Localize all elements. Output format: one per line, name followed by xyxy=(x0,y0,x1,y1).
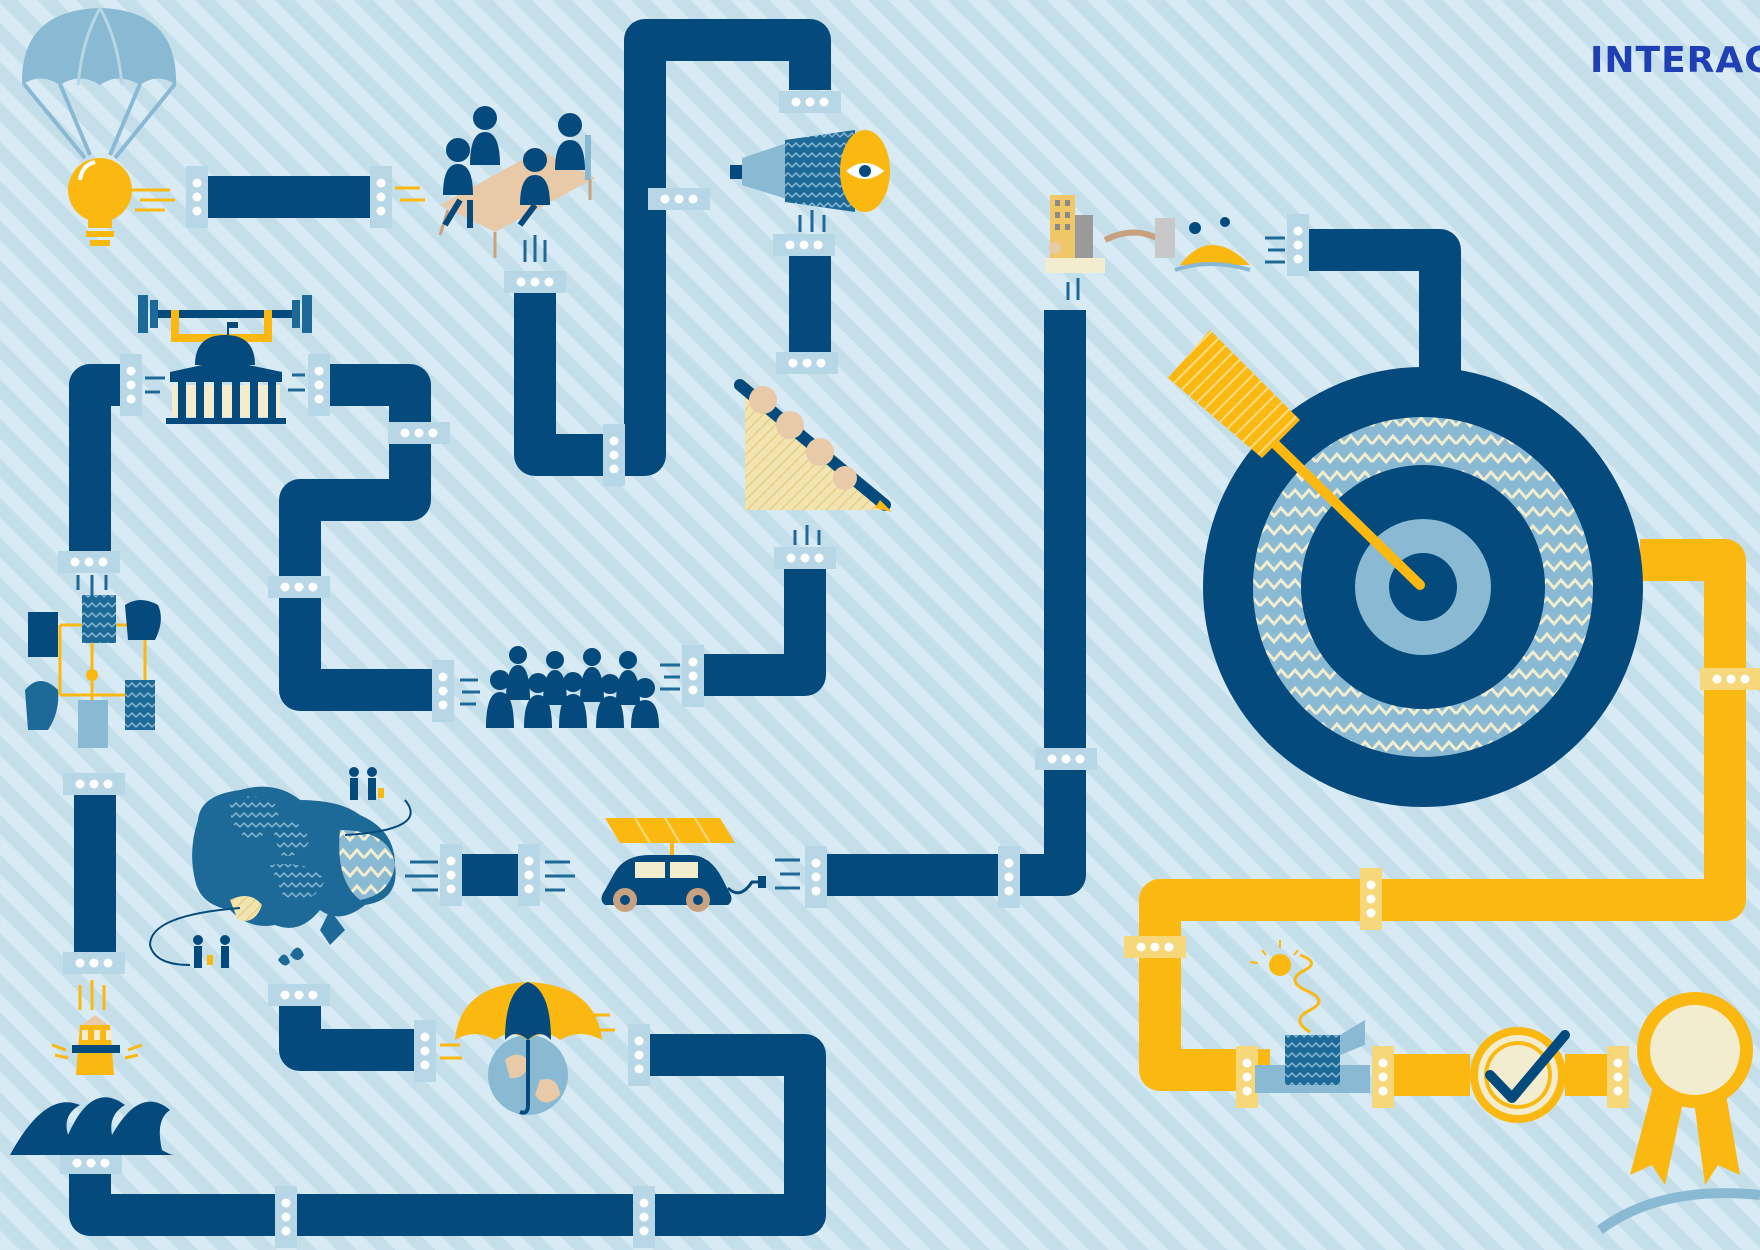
connector xyxy=(774,547,836,569)
connector xyxy=(648,188,710,210)
lighthouse-waves-icon xyxy=(10,1015,175,1155)
city-bridge-icon xyxy=(1045,195,1250,273)
connector xyxy=(414,1020,436,1082)
meeting-table-icon xyxy=(440,106,595,258)
pencil-icon xyxy=(740,380,892,512)
connector xyxy=(1607,1046,1629,1108)
award-ribbon-icon xyxy=(1630,992,1753,1185)
electric-car-icon xyxy=(602,855,767,912)
parachute-icon xyxy=(22,8,176,158)
connector xyxy=(504,271,566,293)
connector xyxy=(773,234,835,256)
connector xyxy=(603,424,625,486)
connector xyxy=(308,354,330,416)
connector xyxy=(432,660,454,722)
connector xyxy=(268,984,330,1006)
connector xyxy=(1035,748,1097,770)
connector xyxy=(1360,868,1382,930)
connector xyxy=(58,551,120,573)
decorative-arc xyxy=(1600,1193,1760,1230)
connector xyxy=(370,166,392,228)
connector xyxy=(628,1024,650,1086)
check-badge-icon xyxy=(1470,1027,1566,1123)
organization-chart-icon xyxy=(25,595,161,748)
pipe-city-to-target xyxy=(1305,250,1440,380)
umbrella-globe-icon xyxy=(455,982,602,1115)
pipe-car-to-city xyxy=(820,310,1065,875)
lightbulb-icon xyxy=(68,158,132,246)
connector xyxy=(779,91,841,113)
connector xyxy=(120,354,142,416)
connector xyxy=(186,166,208,228)
connector xyxy=(63,952,125,974)
interac-logo: INTERAC xyxy=(1590,40,1760,81)
telescope-icon xyxy=(730,130,890,212)
connector xyxy=(1287,214,1309,276)
connector xyxy=(805,846,827,908)
pipe-lighthouse-to-umbrella xyxy=(90,1055,805,1215)
connector xyxy=(776,352,838,374)
jack-in-the-box-icon xyxy=(1250,940,1370,1093)
connector xyxy=(1236,1046,1258,1108)
connector xyxy=(518,844,540,906)
barbell-icon xyxy=(138,295,312,338)
connector xyxy=(1372,1046,1394,1108)
connector xyxy=(388,422,450,444)
connector xyxy=(998,846,1020,908)
crowd-icon xyxy=(486,646,659,728)
solar-panel-icon xyxy=(605,818,735,855)
connector xyxy=(682,645,704,707)
connector xyxy=(440,844,462,906)
connector xyxy=(275,1186,297,1248)
connector xyxy=(633,1186,655,1248)
connector xyxy=(1124,936,1186,958)
connector xyxy=(268,576,330,598)
connector xyxy=(1700,668,1760,690)
connector xyxy=(63,773,125,795)
connector xyxy=(60,1152,122,1174)
pipe-building-to-org xyxy=(90,385,125,560)
